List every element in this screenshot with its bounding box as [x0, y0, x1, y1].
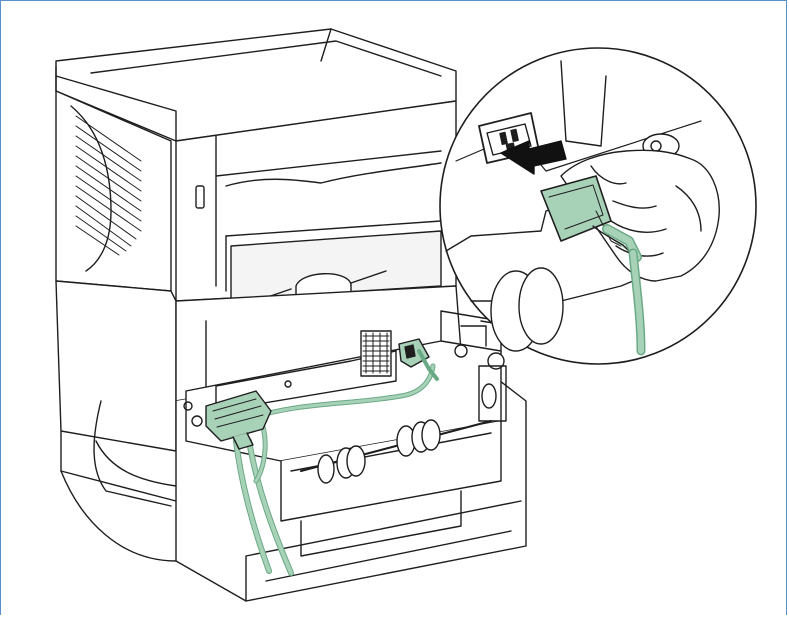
inset-plug [540, 175, 646, 356]
printer-rear-body [175, 100, 457, 349]
cables [233, 363, 436, 576]
side-vent-grille [55, 90, 172, 292]
hand-icon [560, 149, 720, 282]
parallel-connector [191, 390, 272, 450]
arrow-icon [500, 140, 567, 175]
roller-shaft [300, 352, 507, 484]
power-plug-icon [398, 338, 439, 381]
